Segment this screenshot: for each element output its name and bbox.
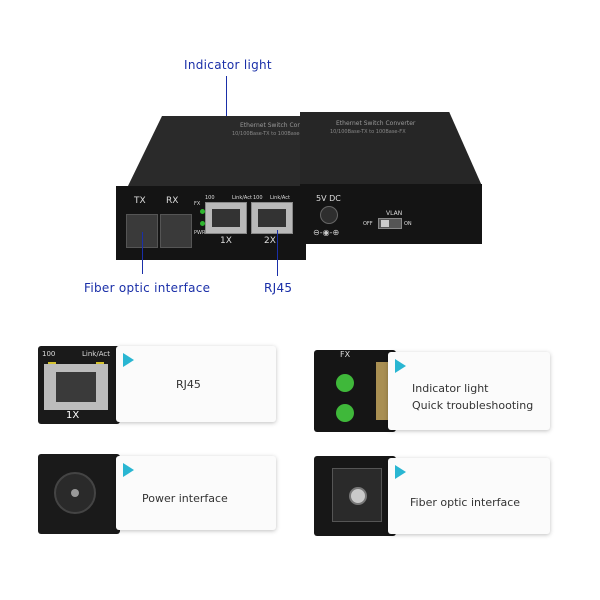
fiber-thumbnail (314, 456, 396, 536)
fiber-card-triangle-icon (395, 465, 406, 479)
rj45-thumb-port (44, 364, 108, 410)
indicator-card-triangle-icon (395, 359, 406, 373)
indicator-card-title: Indicator light (412, 382, 489, 395)
rj45-card-triangle-icon (123, 353, 134, 367)
back-unit-top-label: Ethernet Switch Converter (336, 120, 416, 127)
front-unit-top-sublabel: 10/100Base-TX to 100Base-FX (232, 131, 308, 137)
rj45-thumb-port-label: 1X (66, 410, 80, 421)
rj45-feature-card: RJ45 (116, 346, 276, 422)
fiber-optic-callout: Fiber optic interface (84, 281, 211, 295)
vlan-label: VLAN (386, 210, 403, 217)
fx-label: FX (194, 201, 201, 207)
dc-power-jack (320, 206, 338, 224)
led-fx (200, 209, 205, 214)
indicator-feature-card: Indicator light Quick troubleshooting (388, 352, 550, 430)
rj45-thumb-speed-label: 100 (42, 350, 56, 358)
led-pwr (200, 221, 205, 226)
indicator-thumb-led-bottom (336, 404, 354, 422)
indicator-thumbnail: FX (314, 350, 396, 432)
pwr-label: PWR (194, 230, 206, 236)
port-1x-label: 1X (220, 236, 232, 246)
power-card-triangle-icon (123, 463, 134, 477)
vlan-on-label: ON (404, 221, 412, 227)
port-1-speed-label: 100 (205, 195, 215, 201)
indicator-light-callout: Indicator light (184, 58, 272, 72)
rj45-port-1x (205, 202, 247, 234)
back-unit-top-sublabel: 10/100Base-TX to 100Base-FX (330, 129, 406, 135)
rj45-leader-line (277, 230, 278, 276)
indicator-thumb-fx-label: FX (340, 350, 351, 359)
front-unit-top-label: Ethernet Switch Converter (240, 122, 320, 129)
fiber-feature-card: Fiber optic interface (388, 458, 550, 534)
port-1-link-label: Link/Act (232, 195, 252, 201)
power-thumb-jack (54, 472, 96, 514)
vlan-switch (378, 218, 402, 229)
power-thumbnail (38, 454, 120, 534)
fiber-thumb-port (332, 468, 382, 522)
rj45-thumb-link-label: Link/Act (82, 350, 110, 358)
vlan-off-label: OFF (363, 221, 373, 227)
indicator-thumb-led-top (336, 374, 354, 392)
rj45-callout: RJ45 (264, 281, 293, 295)
power-feature-card: Power interface (116, 456, 276, 530)
port-2x-label: 2X (264, 236, 276, 246)
port-2-link-label: Link/Act (270, 195, 290, 201)
rj45-thumbnail: 100 Link/Act 1X (38, 346, 120, 424)
indicator-card-subtitle: Quick troubleshooting (412, 399, 534, 412)
back-unit-top-face (300, 112, 482, 186)
fiber-card-title: Fiber optic interface (410, 496, 521, 509)
port-2-speed-label: 100 (253, 195, 263, 201)
fiber-port-rx (160, 214, 192, 248)
rj45-card-title: RJ45 (176, 378, 201, 391)
converter-back-unit (300, 112, 482, 244)
tx-label: TX (134, 196, 146, 206)
polarity-symbol: ⊖-◉-⊕ (313, 228, 340, 237)
rx-label: RX (166, 196, 179, 206)
fiber-leader-line (142, 232, 143, 274)
power-card-title: Power interface (142, 492, 228, 505)
power-label: 5V DC (316, 194, 341, 203)
rj45-port-2x (251, 202, 293, 234)
